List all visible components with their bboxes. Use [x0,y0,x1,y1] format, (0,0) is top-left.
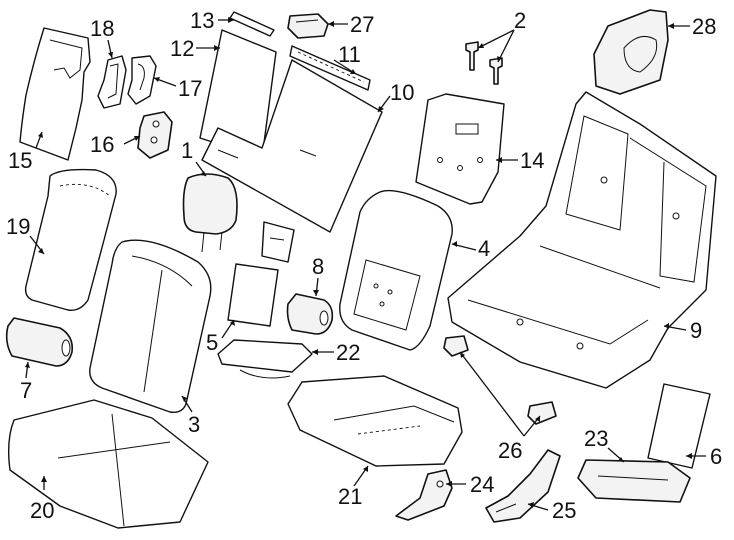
part-3-seat-back [89,239,212,414]
part-19-backrest [24,168,117,311]
callout-15: 15 [8,148,32,173]
callout-13: 13 [190,8,214,33]
callout-2: 2 [514,8,526,33]
callout-5: 5 [206,330,218,355]
callout-17: 17 [178,76,202,101]
callout-28: 28 [692,14,716,39]
part-10-board [201,59,383,233]
part-20-seat-base [7,399,209,529]
part-11-strip [289,45,371,91]
callout-26: 26 [498,438,522,463]
callout-25: 25 [552,498,576,523]
part-14-bracket [415,93,505,205]
callout-21: 21 [338,484,362,509]
part-1-headrest [182,173,238,253]
part-21-seat-cushion [287,375,463,467]
part-5-guide-panel [227,221,295,327]
callout-6: 6 [710,444,722,469]
part-23-pad [577,459,691,503]
part-9-seat-frame [447,91,717,389]
part-4-backrest-cover [339,189,453,351]
callout-8: 8 [312,254,324,279]
leader-lines [25,17,706,511]
callout-18: 18 [90,16,114,41]
callout-3: 3 [188,412,200,437]
part-16-latch [137,111,173,159]
callout-7: 7 [20,378,32,403]
part-6-side-panel [647,383,711,469]
callout-9: 9 [690,318,702,343]
callout-12: 12 [170,36,194,61]
callout-20: 20 [30,498,54,523]
part-28-side-cover [593,9,669,95]
callout-11: 11 [338,42,361,67]
part-2-bolts [465,41,503,85]
callout-1: 1 [181,138,193,163]
callout-22: 22 [336,340,360,365]
part-17-bracket [127,55,157,105]
callout-10: 10 [390,80,414,105]
part-13-strip [229,11,275,37]
part-22-tray [217,339,313,379]
callout-19: 19 [6,214,30,239]
part-27-clip [287,13,329,39]
part-15-back-panel [19,27,91,161]
callout-23: 23 [584,426,608,451]
callout-4: 4 [478,236,490,261]
part-25-trim [485,449,561,523]
callout-24: 24 [470,472,494,497]
part-8-bolster [286,293,334,335]
part-7-cushion [5,317,74,367]
callout-16: 16 [90,132,114,157]
callout-14: 14 [520,148,544,173]
callout-27: 27 [350,12,374,37]
part-24-trim [395,469,453,521]
part-18-bracket [97,55,127,109]
